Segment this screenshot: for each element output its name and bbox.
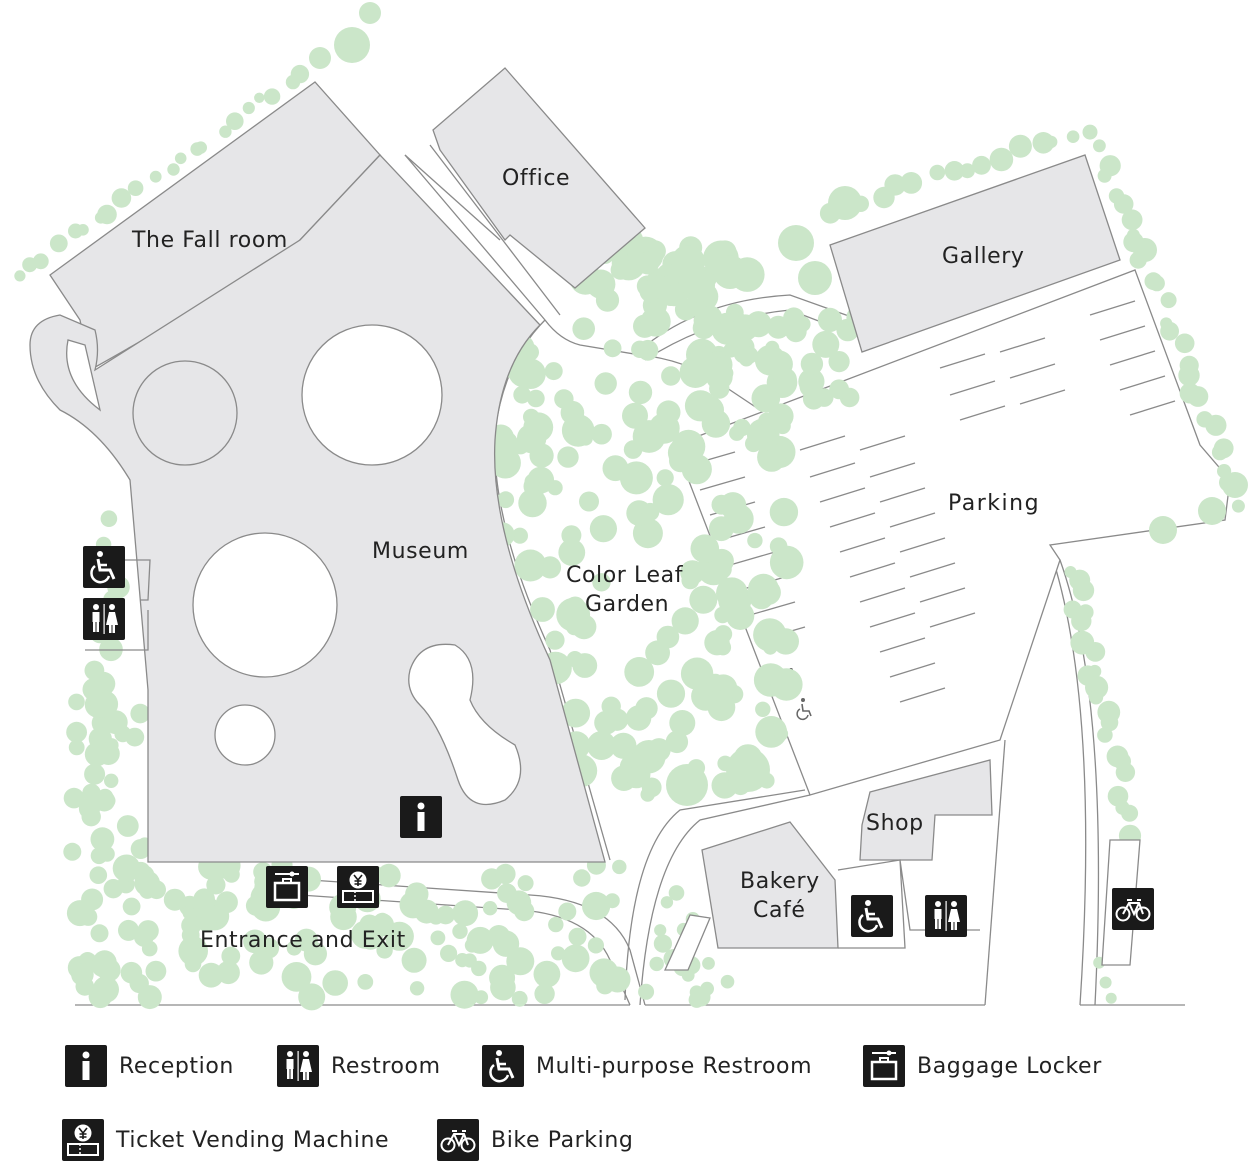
label-garden-2: Garden [585,592,669,617]
restroom-icon [277,1045,319,1087]
label-office: Office [502,166,570,191]
info-icon [400,796,442,838]
legend-restroom: Restroom [277,1043,441,1089]
legend-label: Bike Parking [491,1127,634,1153]
legend-label: Reception [119,1053,234,1079]
label-bakery-2: Café [753,898,806,923]
bicycle-icon [437,1119,479,1161]
office-building [432,67,646,289]
gallery-building [829,154,1121,353]
baggage-locker-icon [863,1045,905,1087]
legend-label: Baggage Locker [917,1053,1102,1079]
parking-lot [674,269,1231,796]
baggage-locker-icon [264,864,310,910]
legend-label: Multi-purpose Restroom [536,1053,813,1079]
label-museum: Museum [372,539,469,564]
legend-multipurpose: Multi-purpose Restroom [482,1043,812,1089]
wheelchair-icon [81,544,127,590]
restroom-icon [83,598,125,640]
legend-ticket: Ticket Vending Machine [62,1117,389,1163]
area-labels: The Fall room Office Gallery Museum Colo… [131,166,1040,953]
label-fall-room: The Fall room [131,228,288,253]
label-bakery-1: Bakery [740,869,820,894]
wheelchair-icon [482,1045,524,1087]
label-garden-1: Color Leaf [566,563,684,588]
ticket-machine-icon [336,865,380,909]
label-shop: Shop [866,811,924,836]
legend-baggage: Baggage Locker [863,1043,1102,1089]
info-icon [65,1045,107,1087]
wheelchair-icon [849,893,895,939]
map-legend: Reception Restroom Multi-purpose Restroo… [0,1035,1260,1170]
label-entrance: Entrance and Exit [200,928,406,953]
shop-building [859,759,993,861]
legend-label: Restroom [331,1053,441,1079]
label-parking: Parking [948,491,1040,516]
restroom-icon [925,895,967,937]
bakery-building [701,821,839,949]
site-map: The Fall room Office Gallery Museum Colo… [14,2,1248,1011]
bicycle-icon [1111,887,1155,931]
legend-reception: Reception [65,1043,234,1089]
legend-bike: Bike Parking [437,1117,633,1163]
ticket-machine-icon [62,1119,104,1161]
label-gallery: Gallery [942,244,1025,269]
buildings [29,67,1141,971]
legend-label: Ticket Vending Machine [116,1127,390,1153]
